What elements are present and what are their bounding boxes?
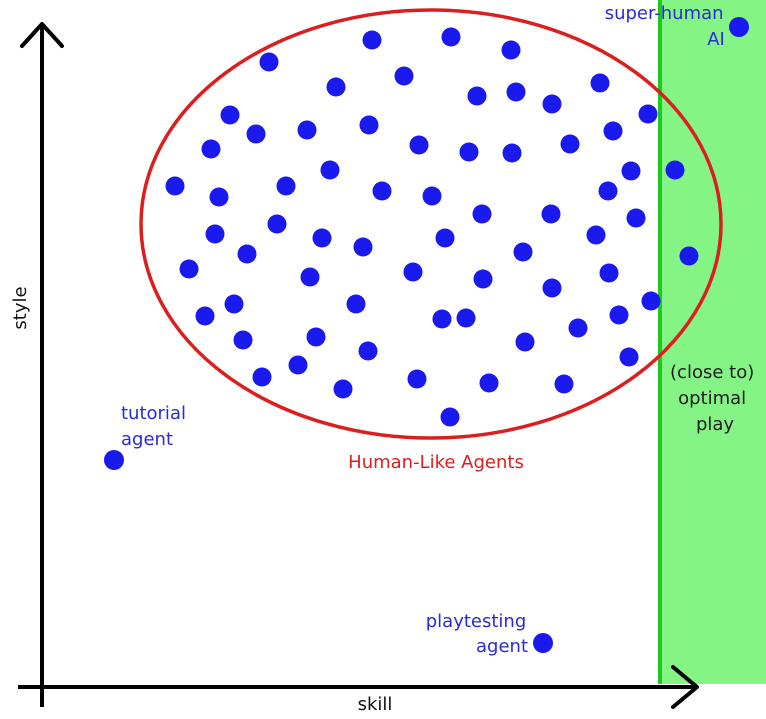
- human-like-agent-icon: [473, 269, 493, 289]
- human-like-agent-icon: [312, 228, 332, 248]
- human-like-agent-icon: [603, 121, 623, 141]
- y-axis-label: style: [10, 286, 31, 329]
- axes: [18, 22, 699, 709]
- human-like-agent-icon: [165, 176, 185, 196]
- x-axis-arrow-icon: [671, 665, 699, 709]
- human-like-agent-icon: [267, 214, 287, 234]
- human-like-agent-icon: [333, 379, 353, 399]
- human-like-agent-icon: [467, 86, 487, 106]
- human-like-agent-icon: [619, 347, 639, 367]
- tutorial-agent-icon: [104, 450, 124, 470]
- human-like-agent-icon: [246, 124, 266, 144]
- human-like-agent-icon: [435, 228, 455, 248]
- human-like-agent-icon: [665, 160, 685, 180]
- human-like-agent-icon: [422, 186, 442, 206]
- playtesting-agent-icon: [533, 633, 553, 653]
- human-like-agent-icon: [506, 82, 526, 102]
- human-like-agent-icon: [276, 176, 296, 196]
- human-like-agent-icon: [560, 134, 580, 154]
- human-like-agent-icon: [440, 407, 460, 427]
- playtesting-agent-label: playtesting agent: [426, 611, 532, 657]
- human-like-agent-icon: [372, 181, 392, 201]
- human-like-agent-icon: [300, 267, 320, 287]
- human-like-agents-label: Human-Like Agents: [348, 452, 524, 473]
- optimal-play-region: [660, 0, 766, 684]
- human-like-agent-icon: [456, 308, 476, 328]
- human-like-agent-icon: [224, 294, 244, 314]
- human-like-agent-icon: [501, 40, 521, 60]
- super-human-ai-label: super-human AI: [605, 3, 730, 50]
- human-like-agent-icon: [459, 142, 479, 162]
- human-like-agent-icon: [297, 120, 317, 140]
- human-like-agent-icon: [590, 73, 610, 93]
- human-like-agent-icon: [441, 27, 461, 47]
- human-like-agent-icon: [621, 161, 641, 181]
- human-like-agent-icon: [542, 94, 562, 114]
- tutorial-agent-label: tutorial agent: [121, 403, 192, 450]
- human-like-agent-dots: [165, 27, 699, 427]
- human-like-agent-icon: [306, 327, 326, 347]
- human-like-agent-icon: [541, 204, 561, 224]
- human-like-agent-icon: [599, 263, 619, 283]
- human-like-agent-icon: [220, 105, 240, 125]
- human-like-agent-icon: [407, 369, 427, 389]
- super-human-ai-agent-icon: [729, 17, 749, 37]
- human-like-agent-icon: [362, 30, 382, 50]
- human-like-agent-icon: [288, 355, 308, 375]
- human-like-agent-icon: [626, 208, 646, 228]
- human-like-agent-icon: [358, 341, 378, 361]
- human-like-agent-icon: [179, 259, 199, 279]
- human-like-agent-icon: [513, 242, 533, 262]
- y-axis-arrow-icon: [20, 22, 64, 48]
- human-like-agent-icon: [638, 104, 658, 124]
- human-like-agent-icon: [359, 115, 379, 135]
- human-like-agent-icon: [201, 139, 221, 159]
- human-like-agent-icon: [502, 143, 522, 163]
- optimal-play-label: (close to) optimal play: [670, 362, 760, 435]
- human-like-agent-icon: [320, 160, 340, 180]
- human-like-agent-icon: [353, 237, 373, 257]
- human-like-agent-icon: [346, 294, 366, 314]
- human-like-agent-icon: [237, 244, 257, 264]
- human-like-agent-icon: [432, 309, 452, 329]
- human-like-agent-icon: [409, 135, 429, 155]
- human-like-agent-icon: [209, 187, 229, 207]
- human-like-agent-icon: [641, 291, 661, 311]
- human-like-agent-icon: [326, 77, 346, 97]
- human-like-agent-icon: [403, 262, 423, 282]
- human-like-agent-icon: [679, 246, 699, 266]
- human-like-agent-icon: [609, 305, 629, 325]
- human-like-region-ellipse: [139, 8, 723, 440]
- human-like-agent-icon: [554, 374, 574, 394]
- human-like-agent-icon: [205, 224, 225, 244]
- human-like-agent-icon: [542, 278, 562, 298]
- human-like-agent-icon: [586, 225, 606, 245]
- human-like-agent-icon: [195, 306, 215, 326]
- human-like-agent-icon: [515, 332, 535, 352]
- human-like-agent-icon: [479, 373, 499, 393]
- human-like-agent-icon: [568, 318, 588, 338]
- human-like-agent-icon: [472, 204, 492, 224]
- human-like-agent-icon: [394, 66, 414, 86]
- x-axis-label: skill: [358, 694, 393, 715]
- human-like-agent-icon: [252, 367, 272, 387]
- human-like-agent-icon: [259, 52, 279, 72]
- human-like-agent-icon: [598, 181, 618, 201]
- human-like-agent-icon: [233, 330, 253, 350]
